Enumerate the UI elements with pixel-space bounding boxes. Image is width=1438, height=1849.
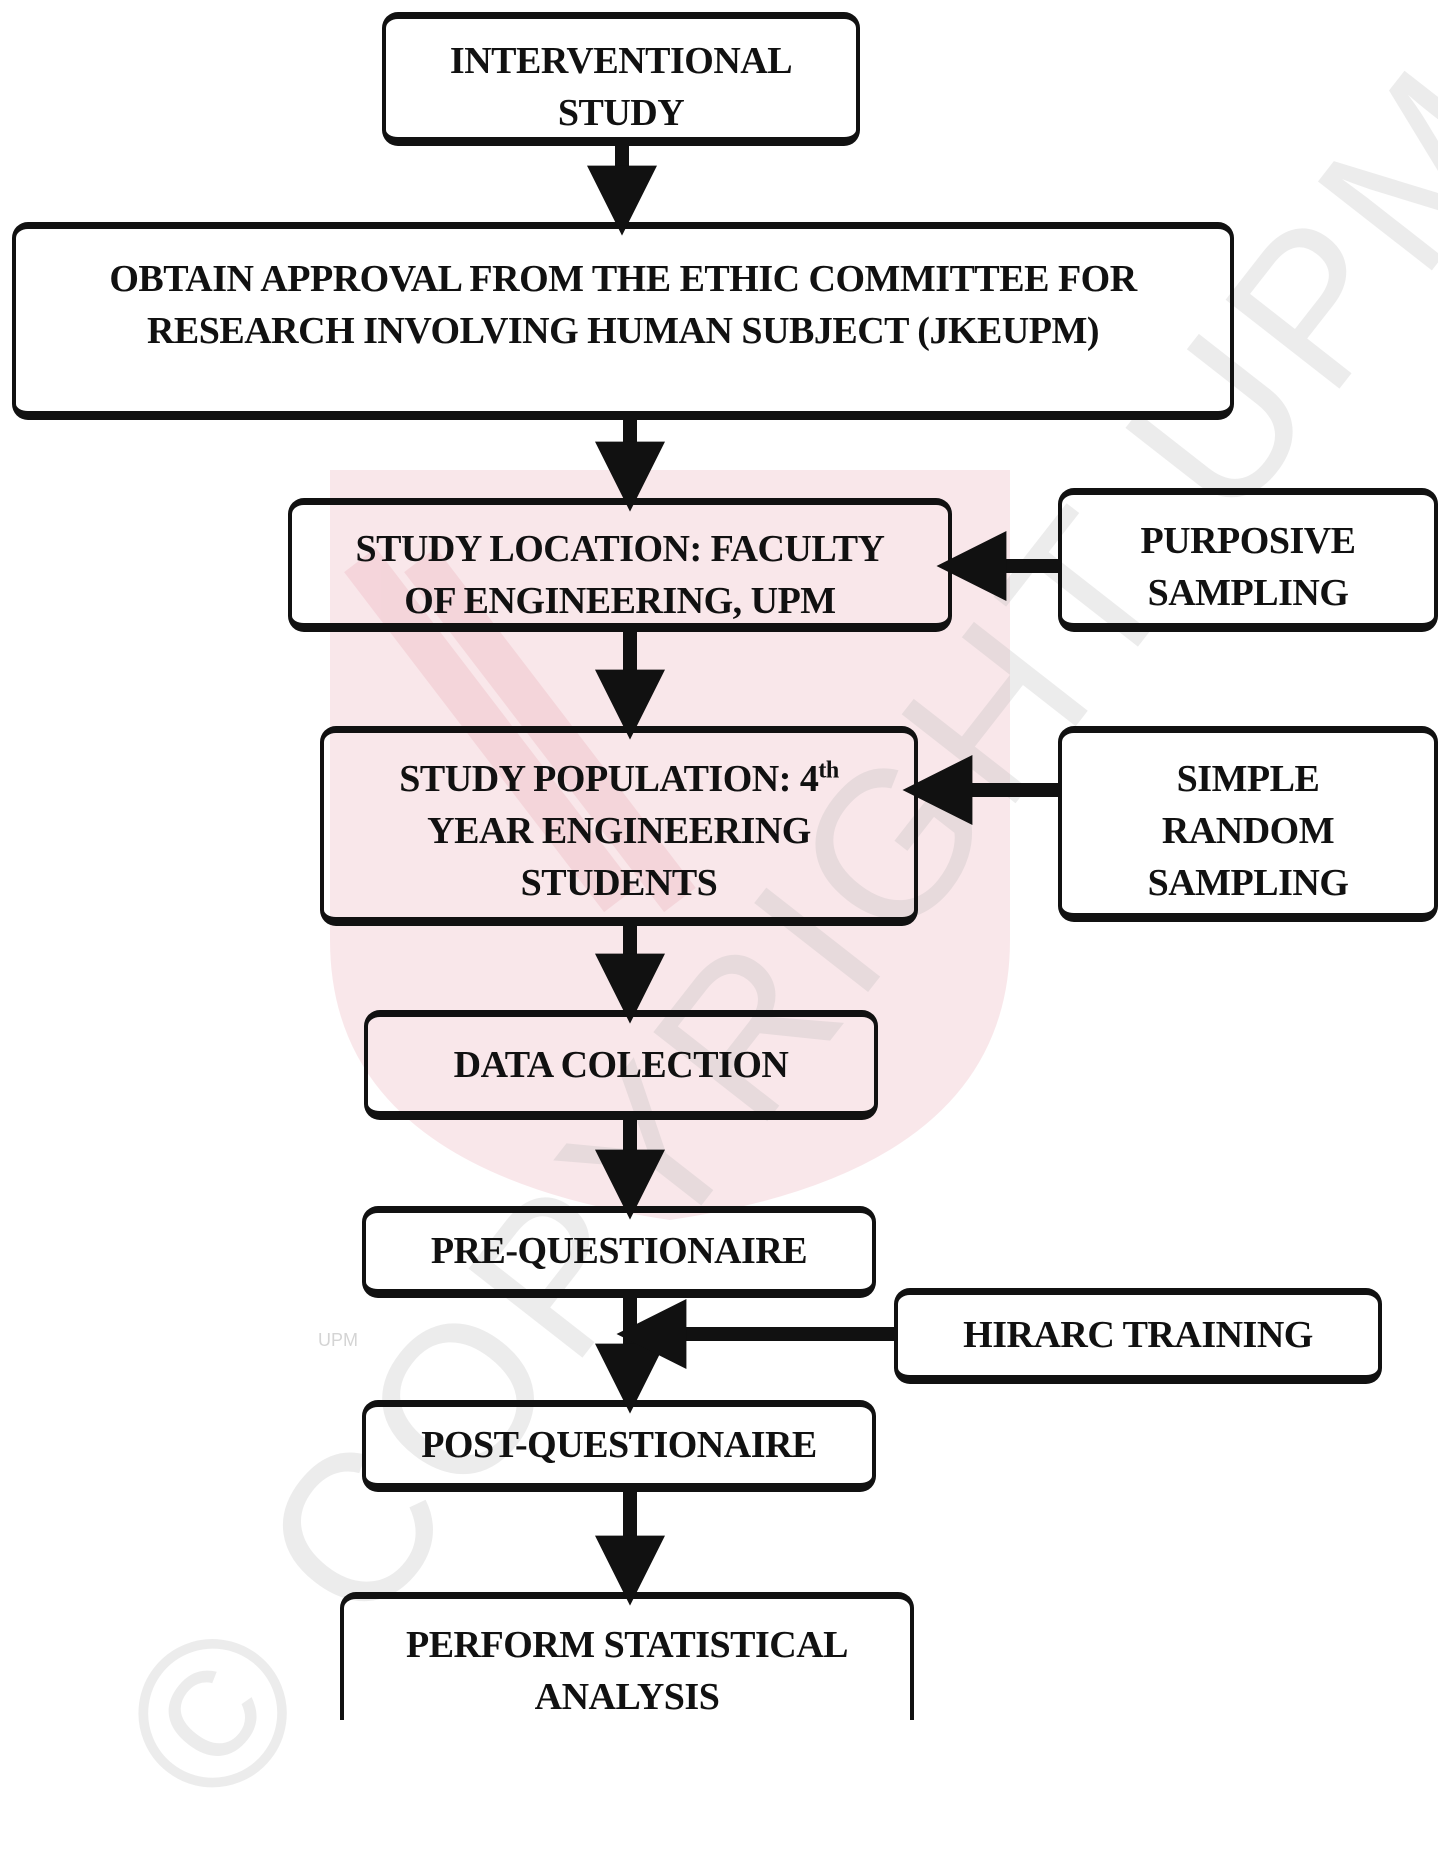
location-line-2: OF ENGINEERING, UPM: [404, 580, 836, 622]
analysis-line-1: PERFORM STATISTICAL: [406, 1624, 849, 1666]
interventional-line-1: INTERVENTIONAL: [449, 40, 793, 82]
population-line-3: STUDENTS: [520, 862, 718, 904]
population-line-2: YEAR ENGINEERING: [427, 810, 811, 852]
hirarc-training-label: HIRARC TRAINING: [963, 1314, 1313, 1356]
hirarc-training-box: HIRARC TRAINING: [894, 1288, 1382, 1384]
random-line-1: SIMPLE: [1176, 758, 1320, 800]
approval-line-1: OBTAIN APPROVAL FROM THE ETHIC COMMITTEE…: [109, 258, 1137, 300]
pre-questionnaire-label: PRE-QUESTIONAIRE: [430, 1230, 808, 1272]
upm-watermark-label: UPM: [318, 1330, 358, 1350]
random-line-2: RANDOM: [1161, 810, 1335, 852]
location-line-1: STUDY LOCATION: FACULTY: [355, 528, 885, 570]
purposive-line-2: SAMPLING: [1147, 572, 1349, 614]
data-collection-label: DATA COLECTION: [453, 1044, 789, 1086]
approval-line-2: RESEARCH INVOLVING HUMAN SUBJECT (JKEUPM…: [146, 310, 1100, 352]
purposive-line-1: PURPOSIVE: [1140, 520, 1356, 562]
random-line-3: SAMPLING: [1147, 862, 1349, 904]
simple-random-sampling-box: SIMPLE RANDOM SAMPLING: [1058, 726, 1438, 922]
population-line-1: STUDY POPULATION: 4th: [399, 757, 839, 800]
interventional-study-box: INTERVENTIONAL STUDY: [382, 12, 860, 146]
interventional-line-2: STUDY: [557, 92, 685, 134]
post-questionnaire-label: POST-QUESTIONAIRE: [421, 1424, 817, 1466]
analysis-line-2: ANALYSIS: [534, 1676, 720, 1718]
flow-arrows: [587, 146, 1058, 1606]
purposive-sampling-box: PURPOSIVE SAMPLING: [1058, 488, 1438, 632]
